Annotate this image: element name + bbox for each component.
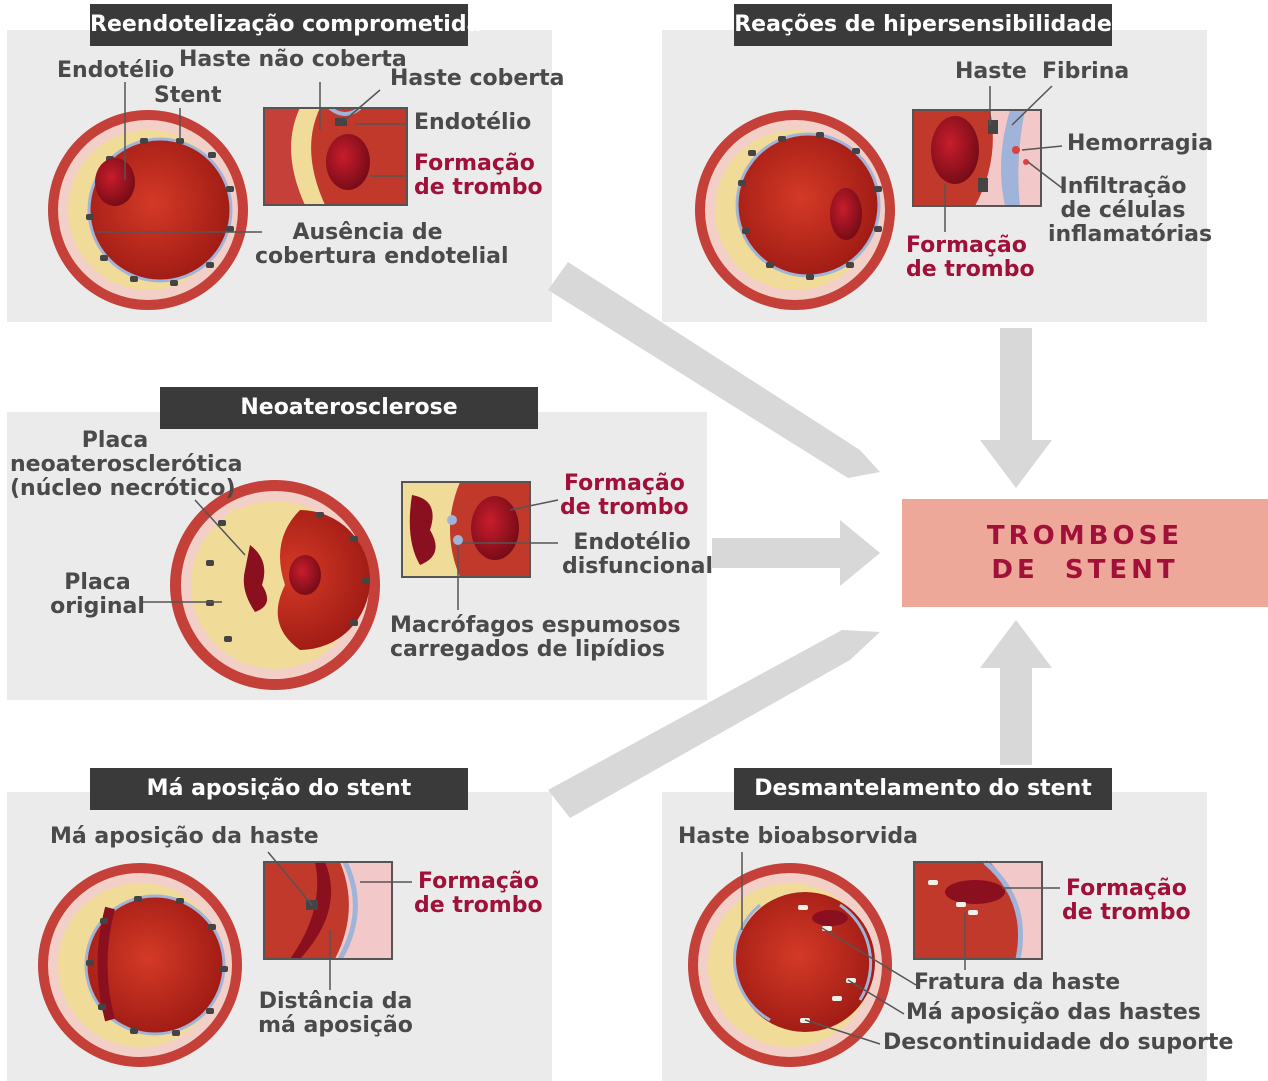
zoom-desm [914,862,1042,959]
label-distancia-1: Distância da [258,990,413,1014]
label-placa-original-1: Placa [50,571,145,595]
label-placa-original-2: original [50,595,145,619]
label-ma-aposicao-hastes: Má aposição das hastes [906,1001,1201,1025]
label-formacao-trombo-4b: de trombo [414,894,543,918]
label-haste-coberta: Haste coberta [390,67,565,91]
label-infiltracao-3: inflamatórias [1048,223,1198,247]
arrow-hiper [980,328,1052,488]
vessel-hiper [695,110,895,310]
label-distancia-2: má aposição [258,1014,413,1038]
label-infiltracao-1: Infiltração [1048,175,1198,199]
label-formacao-trombo-5b: de trombo [1062,901,1191,925]
label-hemorragia: Hemorragia [1067,132,1213,156]
label-macrofagos-2: carregados de lipídios [390,638,652,662]
label-ma-aposicao-haste: Má aposição da haste [50,825,319,849]
zoom-reendo [264,108,407,205]
label-ausencia-1: Ausência de [255,221,480,245]
label-haste-nao-coberta: Haste não coberta [179,48,407,72]
label-ausencia-2: cobertura endotelial [255,245,480,269]
label-haste: Haste [955,60,1027,84]
header-hipersensibilidade: Reações de hipersensibilidade [734,4,1112,46]
label-formacao-trombo-5a: Formação [1066,877,1187,901]
header-ma-aposicao: Má aposição do stent [90,768,468,810]
label-stent: Stent [154,84,221,108]
label-fibrina: Fibrina [1042,60,1129,84]
result-line-1: TROMBOSE [987,519,1183,553]
label-endotelio-zoom: Endotélio [414,111,531,135]
label-formacao-trombo-1a: Formação [414,152,535,176]
result-trombose-stent: TROMBOSE DE STENT [902,499,1268,607]
arrow-desm [980,620,1052,765]
header-reendotelizacao: Reendotelização comprometida [90,4,468,46]
label-formacao-trombo-3b: de trombo [560,496,689,520]
label-endotelio-disfuncional-2: disfuncional [562,555,702,579]
vessel-reendo [48,110,248,310]
label-formacao-trombo-4a: Formação [418,870,539,894]
vessel-ma [38,863,242,1067]
label-placa-neo-1: Placa [10,429,220,453]
result-line-2: DE STENT [991,553,1178,587]
label-placa-neo-3: (núcleo necrótico) [10,477,220,501]
label-formacao-trombo-2a: Formação [906,234,1026,258]
zoom-ma [264,862,392,959]
zoom-hiper [913,110,1041,206]
label-formacao-trombo-3a: Formação [564,472,685,496]
label-formacao-trombo-1b: de trombo [414,176,543,200]
label-infiltracao-2: de células [1048,199,1198,223]
label-macrofagos-1: Macrófagos espumosos [390,614,652,638]
header-neoaterosclerose: Neoaterosclerose [160,387,538,429]
label-fratura-haste: Fratura da haste [914,971,1120,995]
vessel-neo [170,480,380,690]
header-desmantelamento: Desmantelamento do stent [734,768,1112,810]
label-placa-neo-2: neoaterosclerótica [10,453,220,477]
arrow-neo [712,520,880,586]
label-haste-bioabsorvida: Haste bioabsorvida [678,825,918,849]
label-endotelio-disfuncional-1: Endotélio [562,531,702,555]
label-endotelio: Endotélio [57,59,174,83]
zoom-neo [402,482,530,577]
label-formacao-trombo-2b: de trombo [906,258,1026,282]
vessel-desm [688,863,892,1067]
label-descontinuidade: Descontinuidade do suporte [883,1031,1233,1055]
